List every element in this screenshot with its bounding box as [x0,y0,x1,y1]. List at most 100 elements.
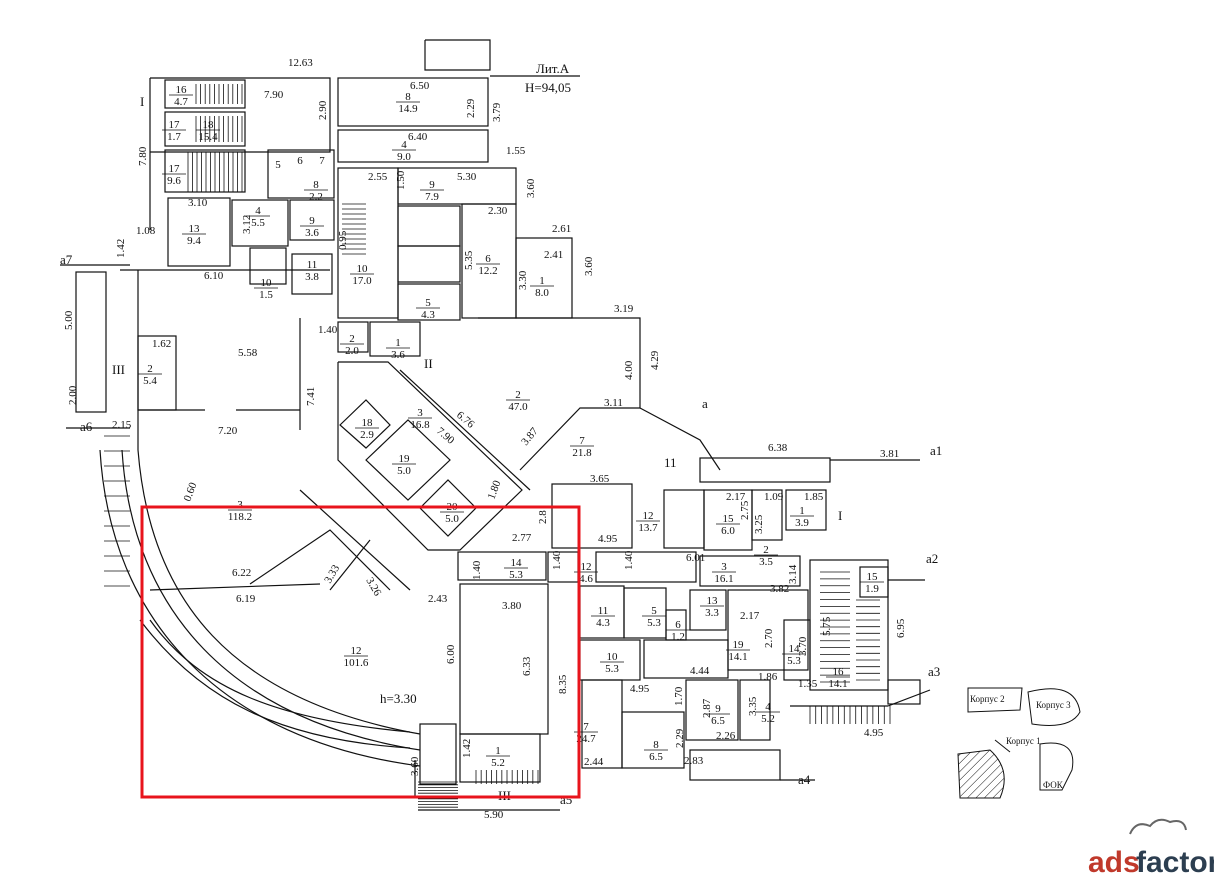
dimension-label: 6.95 [895,618,907,638]
room-label: 171.7 [162,119,186,143]
dimension-label: 4.29 [649,350,661,370]
dimension-label: 4.44 [690,665,710,677]
dimension-label: 2.29 [465,98,477,118]
room-area: 6.5 [649,751,663,763]
dimension-label: 2.30 [488,205,508,217]
room-area: 5.3 [787,655,801,667]
room-number: 4 [255,205,261,217]
room-number: 9 [715,703,721,715]
dimension-label: 2.17 [740,610,760,622]
room-number: 19 [399,453,411,465]
room-number: 7 [583,721,589,733]
dimension-label: 3.25 [753,514,765,534]
mini-map-label-korpus-2: Корпус 2 [970,694,1005,704]
axis-label: а7 [60,252,73,267]
room-label: 195.0 [392,453,416,477]
room-area: 2.0 [345,345,359,357]
dimension-label: 6.10 [204,270,224,282]
room-number: 12 [643,510,654,522]
room-label: 93.6 [300,215,324,239]
section-mark: I [140,94,144,109]
room-number: 1 [395,337,401,349]
dimension-label: 1.40 [471,560,483,580]
room-label: 22.0 [340,333,364,357]
room-label: 18.0 [530,275,554,299]
room-area: 13.7 [638,522,658,534]
dimension-label: 2.15 [112,419,132,431]
room-area: 3.3 [705,607,719,619]
mini-map-label-fok: ФОК [1043,780,1064,790]
room-area: 4.7 [174,96,188,108]
room-label: 7 [319,155,325,167]
room-number: 13 [189,223,201,235]
dimension-label: 2.75 [739,500,751,520]
room-area: 3.8 [305,271,319,283]
dimension-label: 7.41 [305,387,317,406]
axis-label: а5 [560,792,572,807]
section-mark: I [838,508,842,523]
room-label: 101.5 [254,277,278,301]
room-number: 16 [176,84,188,96]
stairs [104,84,891,811]
room-label: 316.8 [408,407,432,431]
room-label: 45.5 [246,205,270,229]
room-area: 2.2 [309,191,323,203]
room-number: 9 [309,215,315,227]
dimension-label: 1.09 [764,491,784,503]
dimension-label: 1.80 [486,478,504,501]
room-label: 721.8 [570,435,594,459]
room-label: 113.8 [300,259,324,283]
dimension-label: 2.90 [317,100,329,120]
dimension-label: 2.83 [684,755,704,767]
room-area: 17.0 [352,275,372,287]
room-number: 1 [495,745,501,757]
room-number: 4 [765,701,771,713]
section-mark: III [112,362,125,377]
site-mini-map [957,687,1081,799]
room-area: 118.2 [228,511,252,523]
room-number: 5 [425,297,431,309]
room-number: 8 [405,91,411,103]
room-label: 82.2 [304,179,328,203]
room-number: 8 [313,179,319,191]
room-number: 8 [653,739,659,751]
room-area: 16.1 [714,573,733,585]
room-number: 6 [485,253,491,265]
dimension-label: 1.70 [673,686,685,706]
dimension-label: 3.12 [241,215,253,234]
room-area: 5.3 [647,617,661,629]
room-number: 18 [203,119,215,131]
room-label: 114.3 [591,605,615,629]
room-number: 2 [349,333,355,345]
walls [60,39,931,811]
room-number: 12 [351,645,362,657]
dimension-label: 2.77 [512,532,532,544]
dimension-label: 3.82 [770,583,789,595]
dimension-label: 3.60 [583,256,595,276]
room-area: 5.3 [509,569,523,581]
dimension-label: 7.80 [137,146,149,166]
dimension-label: 0.95 [337,230,349,250]
height-label: h=3.30 [380,691,417,706]
room-label: 156.0 [716,513,740,537]
dimension-label: 1.42 [461,739,473,758]
room-area: 3.9 [795,517,809,529]
dimension-label: 6.19 [236,593,256,605]
room-number: 11 [598,605,609,617]
section-mark: II [424,356,433,371]
room-area: 1.7 [167,131,181,143]
dimension-label: 1.86 [758,671,778,683]
room-area: 5.0 [397,465,411,477]
room-area: 6.0 [721,525,735,537]
dimension-label: 5.35 [463,250,475,270]
room-number: 15 [867,571,879,583]
room-label: 13.6 [386,337,410,361]
room-label: 15.2 [486,745,510,769]
room-area: 3.5 [759,556,773,568]
height-mark: H=94,05 [525,80,571,95]
room-label: 96.5 [706,703,730,727]
